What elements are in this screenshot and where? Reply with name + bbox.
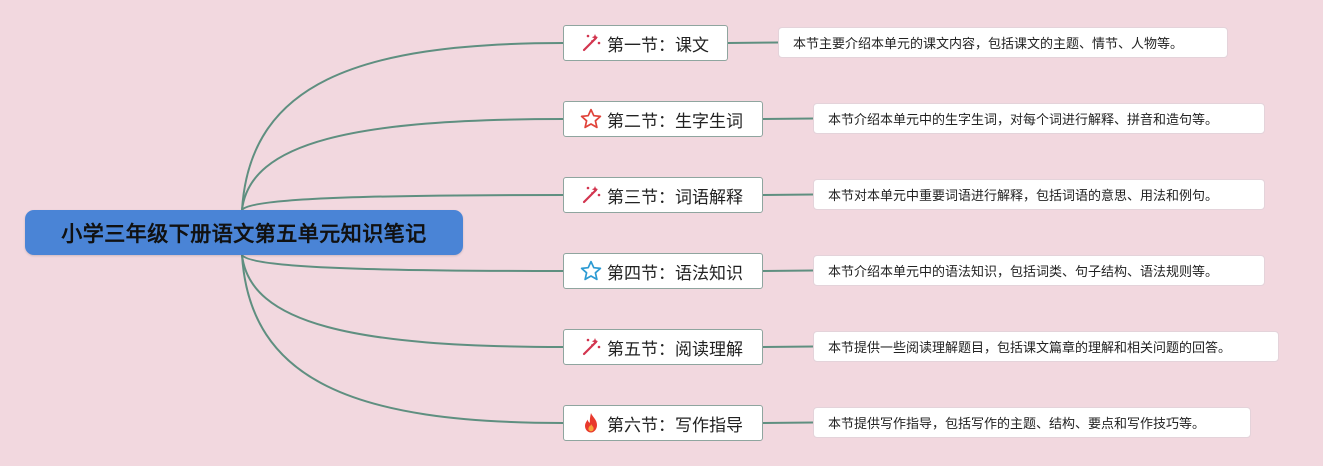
topic-section-3[interactable]: 第三节：词语解释 bbox=[563, 177, 763, 213]
star-outline-blue-icon bbox=[579, 259, 603, 283]
topic-label: 第二节：生字生词 bbox=[607, 111, 743, 132]
branch-connector bbox=[241, 254, 564, 272]
note-text: 本节提供一些阅读理解题目，包括课文篇章的理解和相关问题的回答。 bbox=[828, 341, 1232, 356]
topic-label: 第五节：阅读理解 bbox=[607, 339, 743, 360]
branch-connector bbox=[241, 254, 564, 348]
note-section-6[interactable]: 本节提供写作指导，包括写作的主题、结构、要点和写作技巧等。 bbox=[813, 407, 1251, 438]
star-outline-red-icon bbox=[579, 107, 603, 131]
topic-label: 第一节：课文 bbox=[607, 35, 709, 56]
sparkle-icon bbox=[579, 31, 603, 55]
branch-connector bbox=[241, 42, 564, 211]
topic-section-4[interactable]: 第四节：语法知识 bbox=[563, 253, 763, 289]
sparkle-icon bbox=[579, 335, 603, 359]
branch-connector bbox=[241, 118, 564, 211]
topic-section-5[interactable]: 第五节：阅读理解 bbox=[563, 329, 763, 365]
note-connector bbox=[727, 41, 779, 44]
sparkle-icon bbox=[579, 183, 603, 207]
topic-section-6[interactable]: 第六节：写作指导 bbox=[563, 405, 763, 441]
note-text: 本节提供写作指导，包括写作的主题、结构、要点和写作技巧等。 bbox=[828, 417, 1206, 432]
note-connector bbox=[762, 193, 814, 196]
note-connector bbox=[762, 345, 814, 348]
root-topic[interactable]: 小学三年级下册语文第五单元知识笔记 bbox=[25, 210, 463, 255]
note-section-3[interactable]: 本节对本单元中重要词语进行解释，包括词语的意思、用法和例句。 bbox=[813, 179, 1265, 210]
note-section-2[interactable]: 本节介绍本单元中的生字生词，对每个词进行解释、拼音和造句等。 bbox=[813, 103, 1265, 134]
note-text: 本节介绍本单元中的语法知识，包括词类、句子结构、语法规则等。 bbox=[828, 265, 1219, 280]
branch-connector bbox=[241, 254, 564, 424]
branch-connector bbox=[241, 194, 564, 211]
note-connector bbox=[762, 421, 814, 424]
topic-label: 第六节：写作指导 bbox=[607, 415, 743, 436]
note-text: 本节对本单元中重要词语进行解释，包括词语的意思、用法和例句。 bbox=[828, 189, 1219, 204]
note-connector bbox=[762, 117, 814, 120]
note-text: 本节主要介绍本单元的课文内容，包括课文的主题、情节、人物等。 bbox=[793, 37, 1184, 52]
note-text: 本节介绍本单元中的生字生词，对每个词进行解释、拼音和造句等。 bbox=[828, 113, 1219, 128]
note-section-5[interactable]: 本节提供一些阅读理解题目，包括课文篇章的理解和相关问题的回答。 bbox=[813, 331, 1279, 362]
note-section-1[interactable]: 本节主要介绍本单元的课文内容，包括课文的主题、情节、人物等。 bbox=[778, 27, 1228, 58]
topic-section-1[interactable]: 第一节：课文 bbox=[563, 25, 728, 61]
flame-icon bbox=[579, 411, 603, 435]
topic-label: 第四节：语法知识 bbox=[607, 263, 743, 284]
note-connector bbox=[762, 269, 814, 272]
topic-section-2[interactable]: 第二节：生字生词 bbox=[563, 101, 763, 137]
topic-label: 第三节：词语解释 bbox=[607, 187, 743, 208]
note-section-4[interactable]: 本节介绍本单元中的语法知识，包括词类、句子结构、语法规则等。 bbox=[813, 255, 1265, 286]
